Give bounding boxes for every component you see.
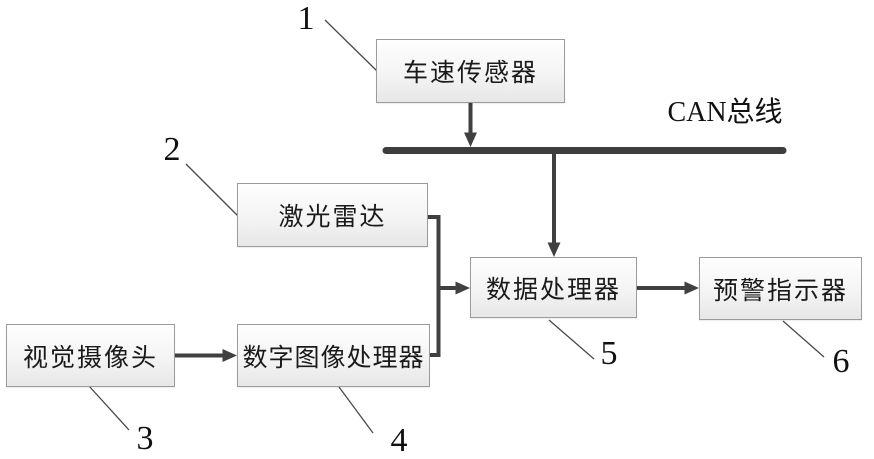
node-speed-sensor-label: 车速传感器 bbox=[402, 60, 538, 87]
node-lidar-label: 激光雷达 bbox=[278, 204, 387, 231]
ref-number-1: 1 bbox=[297, 0, 315, 37]
leader-line-ref-4 bbox=[338, 386, 374, 434]
node-speed-sensor: 车速传感器 bbox=[376, 39, 565, 103]
leader-line-ref-6 bbox=[782, 320, 825, 358]
node-warning-indicator: 预警指示器 bbox=[699, 257, 862, 320]
ref-number-3: 3 bbox=[136, 420, 154, 457]
leader-line-ref-3 bbox=[88, 385, 130, 431]
ref-number-6: 6 bbox=[832, 343, 850, 380]
node-image-processor-label: 数字图像处理器 bbox=[242, 344, 425, 372]
node-data-processor-label: 数据处理器 bbox=[485, 276, 621, 304]
node-camera-label: 视觉摄像头 bbox=[22, 344, 158, 372]
node-lidar: 激光雷达 bbox=[237, 183, 428, 247]
ref-number-2: 2 bbox=[163, 131, 181, 168]
can-bus-label: CAN总线 bbox=[667, 97, 783, 128]
arrowhead-merge-to-data-processor bbox=[455, 281, 470, 295]
ref-number-5: 5 bbox=[600, 335, 618, 372]
arrowhead-camera-to-image-processor bbox=[222, 349, 237, 362]
node-data-processor: 数据处理器 bbox=[470, 257, 637, 318]
node-camera: 视觉摄像头 bbox=[6, 324, 175, 387]
arrowhead-data-processor-to-warning bbox=[684, 281, 699, 295]
ref-number-4: 4 bbox=[390, 422, 408, 459]
node-image-processor: 数字图像处理器 bbox=[237, 324, 430, 387]
node-warning-indicator-label: 预警指示器 bbox=[712, 277, 848, 305]
leader-line-ref-5 bbox=[548, 319, 595, 360]
leader-line-ref-1 bbox=[324, 19, 378, 72]
arrowhead-bus-to-data-processor bbox=[547, 242, 561, 257]
leader-line-ref-2 bbox=[185, 163, 240, 218]
arrowhead-speed-sensor-to-bus bbox=[464, 132, 477, 147]
